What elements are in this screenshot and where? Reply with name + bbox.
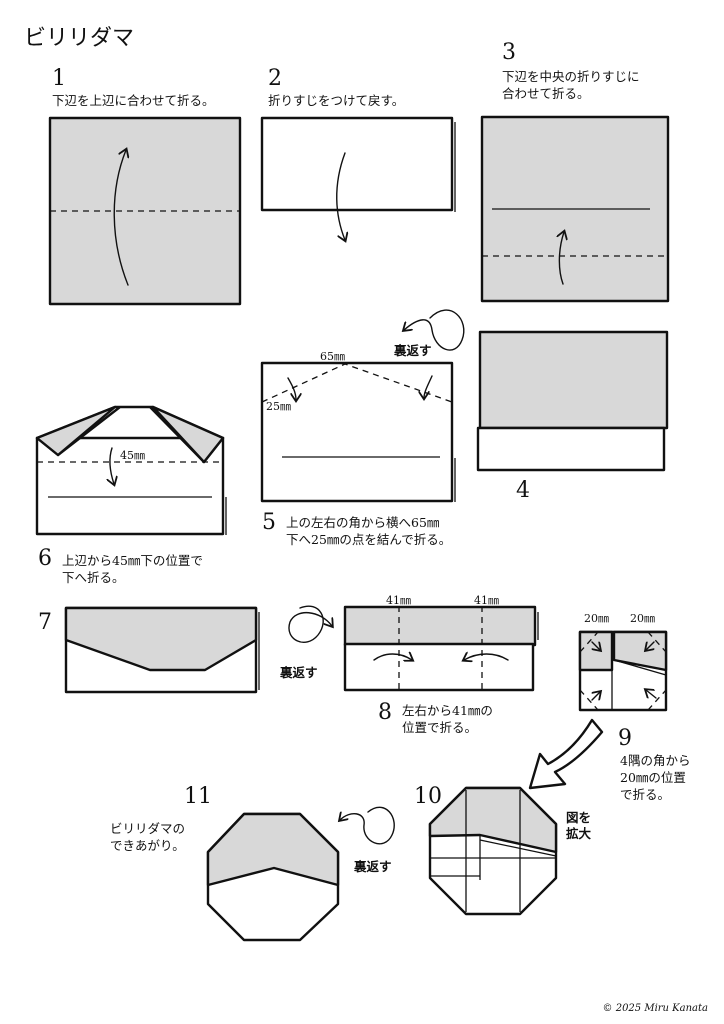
zoom-arrow-icon [528, 718, 604, 790]
step-number: 4 [516, 478, 530, 503]
step6-diagram [35, 405, 227, 536]
step-instruction: 下辺を中央の折りすじに 合わせて折る。 [502, 69, 640, 101]
step3-diagram [480, 115, 670, 303]
step-number: 2 [268, 66, 282, 91]
step-instruction: 左右から41㎜の 位置で折る。 [402, 703, 493, 735]
flip-arrow-icon [340, 806, 395, 845]
step4-diagram [476, 330, 669, 472]
flip-label: 裏返す [280, 665, 318, 680]
step-number: 6 [38, 546, 52, 571]
step10-diagram [428, 786, 558, 916]
step-number: 1 [52, 66, 66, 91]
step-instruction: 上の左右の角から横へ65㎜ 下へ25㎜の点を結んで折る。 [286, 515, 452, 547]
step1-diagram [48, 116, 242, 306]
step-instruction: 上辺から45㎜下の位置で 下へ折る。 [62, 553, 203, 585]
step-number: 5 [262, 510, 276, 535]
step8-diagram [343, 605, 539, 692]
step-instruction: 折りすじをつけて戻す。 [268, 93, 405, 108]
measure-label: 45㎜ [120, 449, 145, 462]
step9-diagram [578, 630, 668, 712]
step2-diagram [260, 116, 456, 240]
page-title: ビリリダマ [24, 26, 135, 51]
measure-label: 20㎜ [584, 612, 609, 625]
step7-diagram [64, 606, 260, 694]
measure-label: 41㎜ [474, 594, 499, 607]
step-number: 10 [414, 784, 442, 809]
step-number: 7 [38, 610, 52, 635]
measure-label: 25㎜ [266, 400, 291, 413]
step5-diagram [260, 361, 456, 503]
measure-label: 20㎜ [630, 612, 655, 625]
step-number: 8 [378, 700, 392, 725]
step-instruction: 4隅の角から 20㎜の位置 で折る。 [620, 753, 691, 802]
zoom-label: 図を 拡大 [566, 810, 592, 841]
copyright: © 2025 Miru Kanata [602, 1003, 708, 1014]
step-number: 3 [502, 40, 516, 65]
measure-label: 65㎜ [320, 350, 345, 363]
flip-arrow-icon [404, 309, 465, 351]
step-number: 9 [618, 726, 632, 751]
step11-diagram [206, 812, 340, 942]
step-instruction: ビリリダマの できあがり。 [110, 821, 186, 853]
flip-label: 裏返す [394, 343, 432, 358]
step-number: 11 [184, 784, 212, 809]
flip-arrow-icon [288, 605, 332, 643]
flip-label: 裏返す [354, 859, 392, 874]
step-instruction: 下辺を上辺に合わせて折る。 [52, 93, 215, 108]
measure-label: 41㎜ [386, 594, 411, 607]
